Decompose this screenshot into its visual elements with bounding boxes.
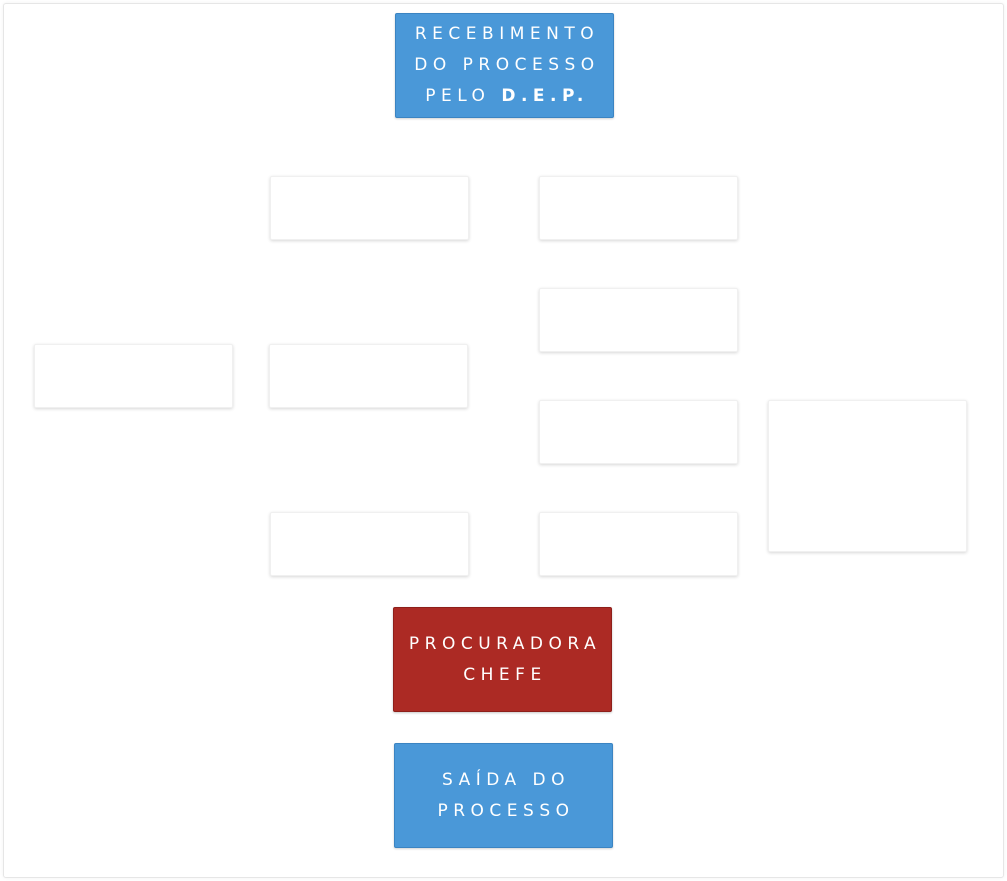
empty-node-col2-row3[interactable] [269, 344, 468, 408]
empty-node-col3-row3[interactable] [539, 400, 738, 464]
empty-node-col1-row3[interactable] [34, 344, 233, 408]
exit-node-line-1: SAÍDA DO [441, 769, 571, 790]
start-node-line-1: RECEBIMENTO [414, 24, 600, 44]
empty-node-col2-row1[interactable] [270, 176, 469, 240]
exit-node-line-2: PROCESSO [437, 800, 575, 821]
chief-node-line-1: PROCURADORA [408, 633, 602, 654]
start-node-line-3: PELO D.E.P. [414, 81, 599, 112]
exit-node[interactable]: SAÍDA DO PROCESSO [394, 743, 613, 848]
empty-node-col3-row1[interactable] [539, 176, 738, 240]
start-node-label: RECEBIMENTO DO PROCESSO PELO D.E.P. [409, 19, 599, 112]
start-node-line-3-bold: D.E.P. [501, 86, 589, 106]
chief-node-label: PROCURADORA CHEFE [404, 629, 601, 691]
start-node-line-3-prefix: PELO [425, 86, 491, 106]
start-node[interactable]: RECEBIMENTO DO PROCESSO PELO D.E.P. [395, 13, 614, 118]
exit-node-label: SAÍDA DO PROCESSO [432, 765, 574, 827]
empty-node-col3-row4[interactable] [539, 512, 738, 576]
start-node-line-2: DO PROCESSO [414, 55, 600, 75]
empty-node-col4-tall[interactable] [768, 400, 967, 552]
diagram-canvas: RECEBIMENTO DO PROCESSO PELO D.E.P. PROC… [3, 3, 1004, 878]
empty-node-col2-row4[interactable] [270, 512, 469, 576]
chief-node[interactable]: PROCURADORA CHEFE [393, 607, 612, 712]
chief-node-line-2: CHEFE [463, 664, 547, 685]
empty-node-col3-row2[interactable] [539, 288, 738, 352]
